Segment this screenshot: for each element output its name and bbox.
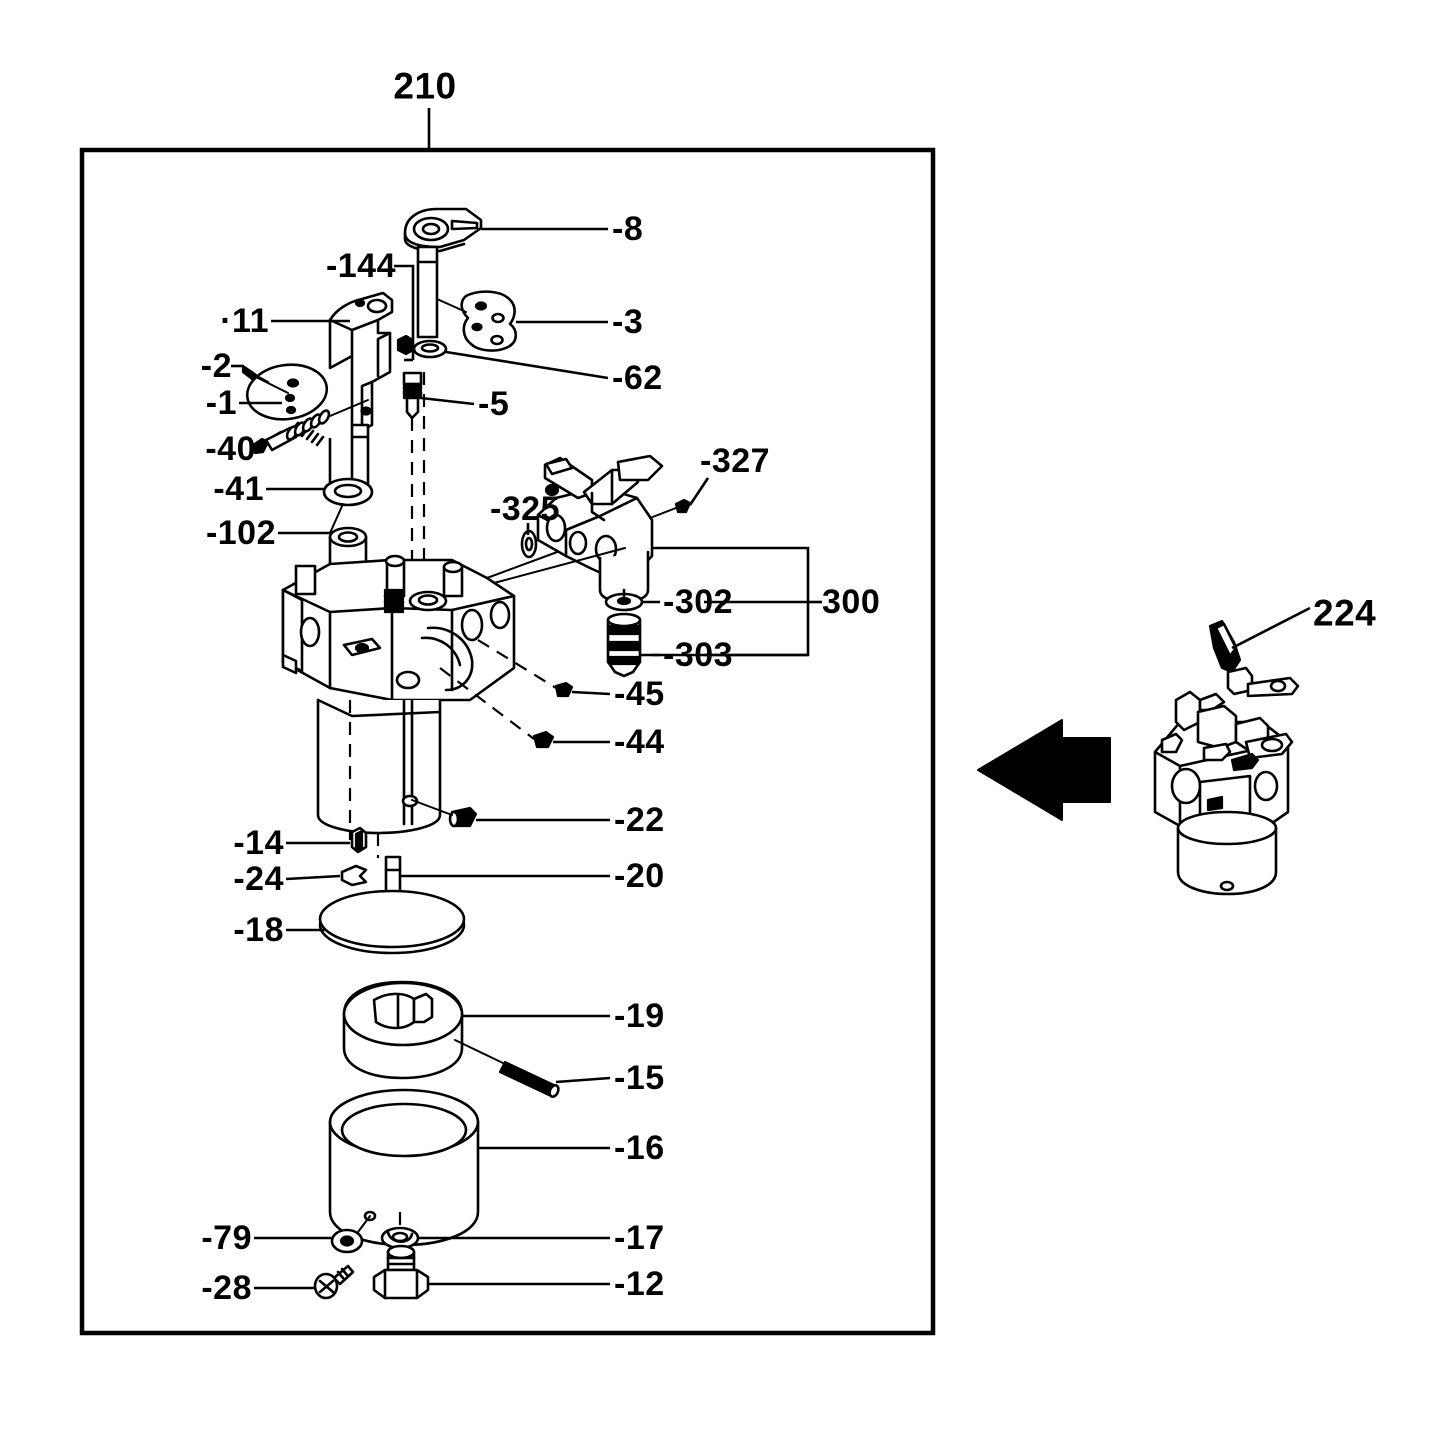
part-plunger-303 [606,612,642,678]
pointer-2 [243,368,269,383]
part-choke-bracket-11 [328,291,394,489]
leader-45 [571,690,611,696]
part-label-325: -325 [489,490,560,528]
part-spring-41 [285,399,369,447]
part-jet-45 [554,681,574,698]
diagram-frame [79,147,936,1336]
group-callout-300: 300 [822,583,881,621]
part-label-44: -44 [614,723,665,761]
part-label-302: -302 [663,583,734,621]
part-label-1: -1 [205,384,237,422]
part-label-12: -12 [614,1265,665,1303]
reference-callout-224: 224 [1313,592,1377,634]
part-gasket-plate-3 [460,290,518,352]
leader-5 [420,396,475,406]
part-label-303: -303 [663,636,734,674]
part-plug-22 [448,806,478,828]
part-label-11: ·11 [220,302,269,340]
part-oring-62 [412,339,448,359]
part-label-144: -144 [325,247,396,285]
part-label-28: -28 [201,1269,252,1307]
part-label-2: -2 [200,347,232,385]
part-clip-24 [340,864,368,887]
pointer-79 [357,1215,371,1233]
figure-callout-210: 210 [393,65,457,107]
reference-arrow [977,719,1111,821]
part-label-79: -79 [201,1219,252,1257]
part-clip-14 [350,826,368,854]
part-label-17: -17 [614,1219,665,1257]
reference-carburetor-224 [1153,619,1300,896]
part-solenoid-assembly-300 [536,454,692,678]
part-label-102: -102 [205,514,276,552]
part-carburetor-body [281,526,516,835]
pointer-44 [439,667,535,740]
leader-62 [445,350,609,380]
part-jet-44 [532,730,555,749]
part-label-14: -14 [233,824,284,862]
part-screw-28 [313,1264,355,1300]
pointer-15 [454,1039,506,1065]
part-label-15: -15 [614,1059,665,1097]
part-label-20: -20 [614,857,665,895]
part-label-45: -45 [614,675,665,713]
leader-327 [688,477,710,506]
part-float-bowl-16 [328,1088,480,1247]
part-hex-nut-small [396,334,415,356]
part-label-327: -327 [700,442,771,480]
pointer-102 [329,503,344,534]
part-label-19: -19 [614,997,665,1035]
leader-24 [285,874,341,881]
pointer-45 [477,639,557,689]
part-bowl-nut-12 [372,1244,430,1300]
pointer-144-to-shaft [436,298,467,313]
part-throttle-lever-8 [403,207,483,339]
part-label-16: -16 [614,1129,665,1167]
part-float-pin-15 [498,1060,560,1098]
part-label-8: -8 [612,210,644,248]
pointer-22 [411,799,453,816]
part-washer-79 [330,1228,364,1254]
part-label-24: -24 [233,860,284,898]
part-gasket-ring-18 [318,889,466,955]
part-label-41: -41 [213,470,264,508]
leader-15 [555,1076,611,1084]
part-pilot-jet-5 [402,371,423,420]
leader-144 [394,264,415,360]
pointer-325-body [486,550,561,579]
part-label-18: -18 [233,911,284,949]
part-float-19 [342,980,464,1080]
part-oring-102 [322,477,374,507]
part-label-5: -5 [478,385,510,423]
leader-224 [1231,606,1311,650]
pointer-300-body [493,547,626,584]
part-label-3: -3 [612,303,644,341]
part-label-40: -40 [205,430,256,468]
part-label-62: -62 [612,359,663,397]
part-label-22: -22 [614,801,665,839]
